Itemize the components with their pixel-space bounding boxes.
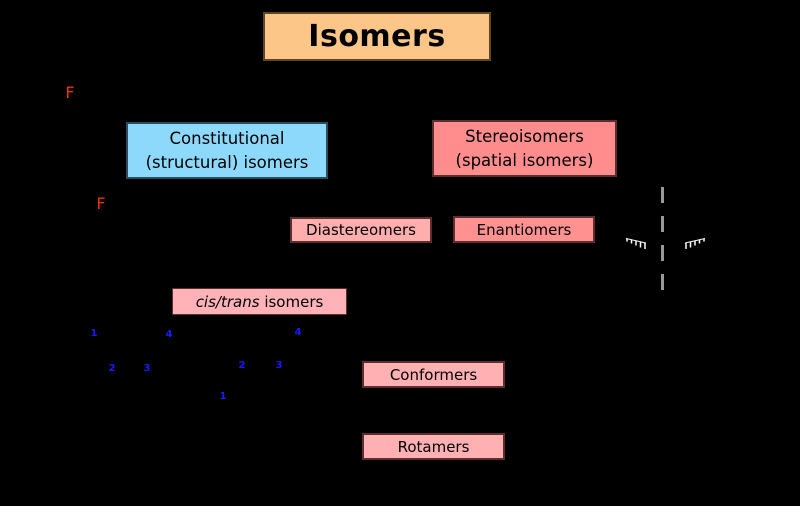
stereoisomers-line2: (spatial isomers): [455, 150, 594, 170]
carbon-number-left-2: 2: [108, 363, 116, 374]
carbon-number-left-1: 1: [90, 328, 98, 339]
cis-trans-label: cis/trans isomers: [196, 293, 324, 311]
hashed-wedge-bond-left-icon: [626, 238, 646, 249]
title-box-isomers: Isomers: [263, 12, 491, 61]
cis-trans-italic-part: cis/trans: [195, 292, 260, 311]
box-cis-trans-isomers: cis/trans isomers: [172, 288, 347, 315]
conformers-label: Conformers: [389, 365, 478, 384]
enantiomers-label: Enantiomers: [476, 220, 572, 239]
box-conformers: Conformers: [362, 361, 505, 388]
box-diastereomers: Diastereomers: [290, 217, 432, 243]
box-enantiomers: Enantiomers: [453, 216, 595, 243]
constitutional-line1: Constitutional: [169, 128, 285, 148]
carbon-number-right-4: 4: [294, 327, 302, 338]
constitutional-line2: (structural) isomers: [145, 152, 309, 172]
cis-trans-rest-part: isomers: [259, 292, 324, 311]
fluorine-atom-label-top: F: [65, 83, 75, 102]
box-stereoisomers: Stereoisomers (spatial isomers): [432, 120, 617, 177]
carbon-number-right-3: 3: [275, 360, 283, 371]
box-constitutional-isomers: Constitutional (structural) isomers: [126, 122, 328, 179]
carbon-number-left-4: 4: [165, 329, 173, 340]
fluorine-atom-label-bottom: F: [96, 194, 106, 213]
hashed-wedge-bond-right-icon: [685, 238, 705, 249]
carbon-number-left-3: 3: [143, 363, 151, 374]
diastereomers-label: Diastereomers: [306, 221, 416, 239]
diagram-title: Isomers: [308, 19, 446, 54]
box-rotamers: Rotamers: [362, 433, 505, 460]
rotamers-label: Rotamers: [397, 437, 470, 456]
mirror-plane-dashed-line: [661, 187, 664, 290]
carbon-number-right-2: 2: [238, 360, 246, 371]
carbon-number-right-1: 1: [219, 391, 227, 402]
stereoisomers-line1: Stereoisomers: [465, 126, 584, 146]
